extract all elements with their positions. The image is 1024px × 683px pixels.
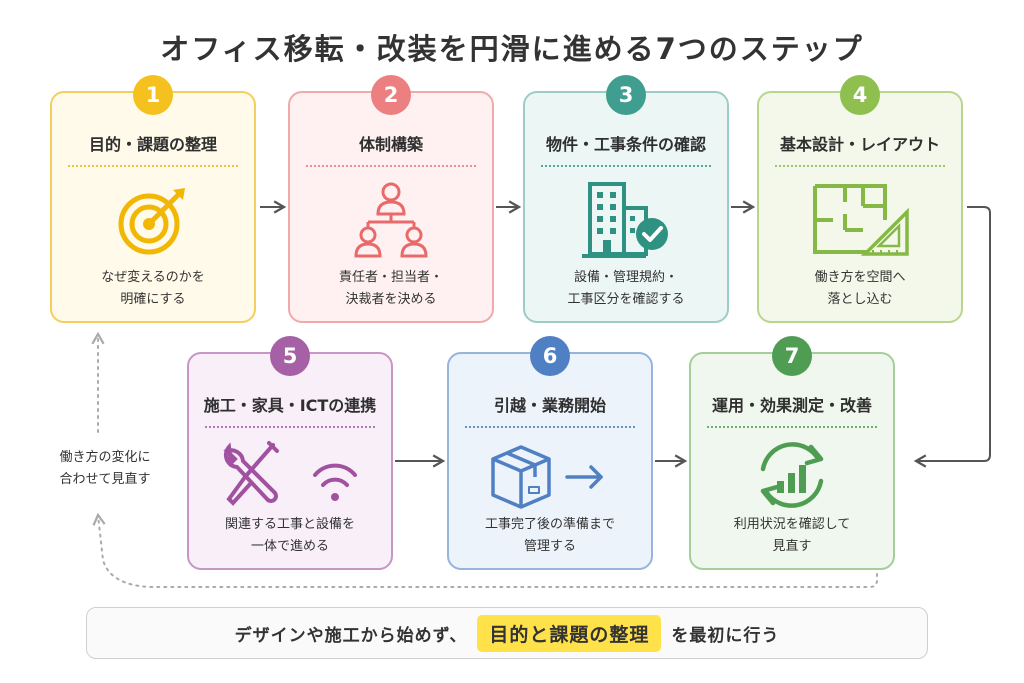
diagram-title: オフィス移転・改装を円滑に進める7つのステップ	[160, 32, 864, 66]
tools-wifi-icon	[189, 432, 391, 518]
step-description: 働き方を空間へ 落とし込む	[814, 270, 906, 307]
footer-highlight: 目的と課題の整理	[477, 614, 662, 652]
step-title: 体制構築	[358, 135, 423, 154]
org-chart-icon	[290, 175, 492, 265]
step-title: 物件・工事条件の確認	[545, 135, 706, 154]
dotted-divider	[68, 165, 238, 167]
dotted-divider	[465, 426, 635, 428]
step-number-badge: 7	[772, 336, 812, 376]
step-card-7: 7 運用・効果測定・改善 利用状況を確認して 見直す	[689, 336, 895, 570]
step-number-badge: 1	[133, 75, 173, 115]
dotted-divider	[775, 165, 945, 167]
step-description: 利用状況を確認して 見直す	[733, 517, 851, 554]
dotted-divider	[306, 165, 476, 167]
step-number-badge: 2	[371, 75, 411, 115]
step-number-badge: 6	[530, 336, 570, 376]
step-title: 運用・効果測定・改善	[711, 396, 872, 415]
step-card-6: 6 引越・業務開始 工事完了後の準備まで 管理する	[447, 336, 653, 570]
step-description: なぜ変えるのかを 明確にする	[101, 270, 205, 307]
step-description: 設備・管理規約・ 工事区分を確認する	[567, 270, 685, 307]
step-number-badge: 4	[840, 75, 880, 115]
footer-text-before: デザインや施工から始めず、	[234, 625, 468, 646]
feedback-loop-label: 働き方の変化に 合わせて見直す	[59, 450, 151, 487]
footer-text-after: を最初に行う	[671, 625, 780, 646]
target-icon	[52, 175, 254, 265]
dotted-divider	[707, 426, 877, 428]
step-description: 工事完了後の準備まで 管理する	[484, 517, 615, 554]
step-title: 基本設計・レイアウト	[779, 135, 940, 154]
step-number-badge: 5	[270, 336, 310, 376]
dotted-divider	[205, 426, 375, 428]
floor-plan-icon	[759, 175, 961, 265]
step-title: 引越・業務開始	[493, 396, 606, 415]
arrow-4-7	[913, 206, 991, 468]
dotted-divider	[541, 165, 711, 167]
feedback-loop-arrow	[92, 512, 878, 588]
step-card-3: 3 物件・工事条件の確認 設備・管理規約・ 工事区分を確認する	[523, 75, 729, 323]
cycle-chart-icon	[691, 432, 893, 518]
building-check-icon	[525, 175, 727, 265]
box-arrow-icon	[449, 432, 651, 518]
step-card-5: 5 施工・家具・ICTの連携 関連する工事と設備を 一体で進める	[187, 336, 393, 570]
step-card-4: 4 基本設計・レイアウト 働き方を空間へ 落とし込む	[757, 75, 963, 323]
step-card-1: 1 目的・課題の整理 なぜ変えるのかを 明確にする	[50, 75, 256, 323]
step-description: 責任者・担当者・ 決裁者を決める	[338, 270, 443, 307]
step-number-badge: 3	[606, 75, 646, 115]
step-card-2: 2 体制構築 責任者・担当者・ 決裁者を決める	[288, 75, 494, 323]
step-description: 関連する工事と設備を 一体で進める	[224, 517, 355, 554]
footer-message: デザインや施工から始めず、 目的と課題の整理 を最初に行う	[86, 607, 928, 659]
step-title: 施工・家具・ICTの連携	[203, 396, 377, 415]
step-title: 目的・課題の整理	[88, 135, 217, 154]
